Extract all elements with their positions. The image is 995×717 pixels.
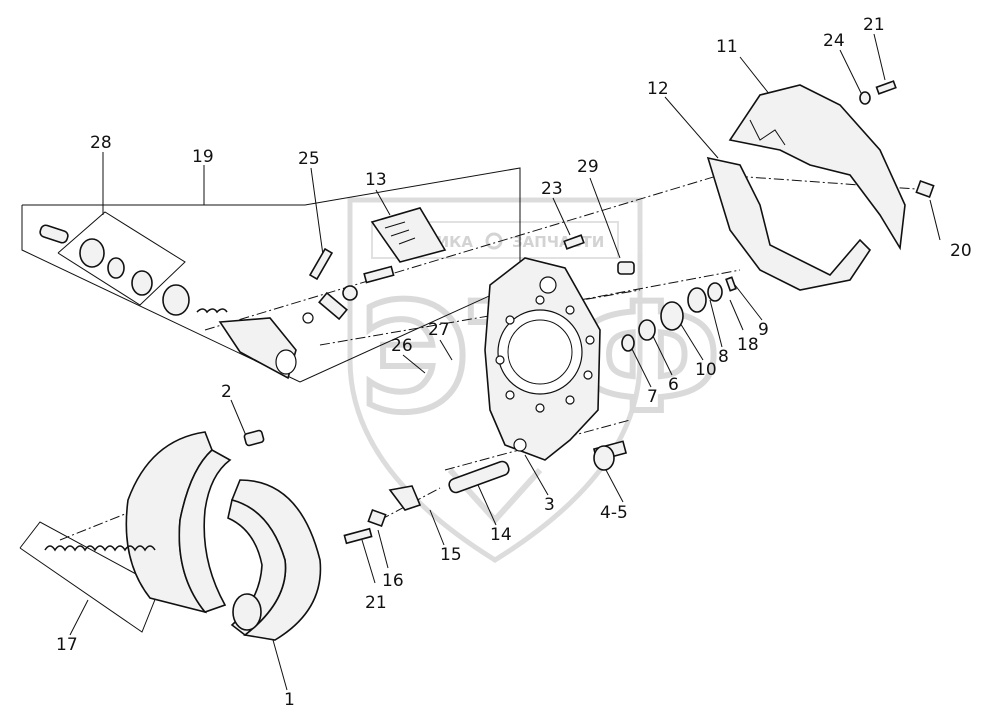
backing-plate-3	[484, 257, 601, 461]
label-29: 29	[577, 157, 599, 177]
label-3: 3	[544, 495, 555, 515]
label-27: 27	[428, 320, 450, 340]
gear-icon	[485, 232, 503, 250]
label-10: 10	[695, 360, 717, 380]
label-17: 17	[56, 635, 78, 655]
label-12: 12	[647, 79, 669, 99]
label-15: 15	[440, 545, 462, 565]
label-24: 24	[823, 31, 845, 51]
label-14: 14	[490, 525, 512, 545]
dust-shields	[706, 80, 935, 291]
label-9: 9	[758, 320, 769, 340]
label-21-bottom: 21	[365, 593, 387, 613]
label-8: 8	[718, 347, 729, 367]
label-16: 16	[382, 571, 404, 591]
small-hardware	[563, 234, 737, 471]
watermark-brand2: ЗАПЧАСТИ	[512, 233, 604, 251]
label-7: 7	[647, 387, 658, 407]
label-2: 2	[221, 382, 232, 402]
anchor-pin-parts	[343, 460, 510, 545]
label-13: 13	[365, 170, 387, 190]
label-23: 23	[541, 179, 563, 199]
brake-shoes	[125, 429, 322, 641]
label-18: 18	[737, 335, 759, 355]
label-21-top: 21	[863, 15, 885, 35]
label-26: 26	[391, 336, 413, 356]
part-labels: 1 2 3 4-5 6 7 8 9 10 11 12 13 14 15 16 1…	[56, 15, 972, 710]
wheel-cylinder-parts	[39, 224, 395, 380]
label-28: 28	[90, 133, 112, 153]
label-20: 20	[950, 241, 972, 261]
label-1: 1	[284, 690, 295, 710]
label-6: 6	[668, 375, 679, 395]
label-11: 11	[716, 37, 738, 57]
label-19: 19	[192, 147, 214, 167]
plate-13	[370, 207, 447, 263]
label-25: 25	[298, 149, 320, 169]
label-4-5: 4-5	[600, 503, 628, 523]
spring-17	[44, 545, 156, 552]
